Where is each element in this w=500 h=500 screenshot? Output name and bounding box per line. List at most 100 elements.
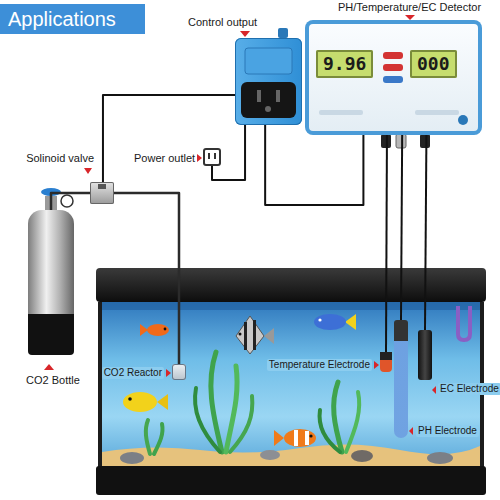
- clownfish: [274, 429, 316, 447]
- plant-leaf: [346, 392, 359, 452]
- device-detail: [383, 52, 403, 59]
- pointer-triangle: [409, 427, 413, 435]
- control-cable: [103, 95, 235, 182]
- orange-fish: [140, 324, 169, 336]
- relay-knob: [278, 28, 288, 38]
- lcd-reading: 9.96: [316, 50, 373, 78]
- fish-body: [123, 392, 157, 412]
- fish-eye: [164, 328, 167, 331]
- device-detail: [98, 184, 106, 189]
- plant-leaf: [334, 382, 342, 452]
- water-surface: [102, 302, 480, 310]
- fish-tail: [157, 394, 168, 410]
- device-label: PH/Temperature/EC Detector: [338, 1, 481, 14]
- stone: [120, 452, 144, 464]
- device-detail: [265, 106, 271, 112]
- stone: [260, 450, 280, 460]
- fish-stripe: [294, 430, 298, 446]
- device-detail: [208, 153, 210, 159]
- fish-stripe: [305, 431, 309, 445]
- device-detail: [90, 182, 114, 204]
- fish-body: [236, 316, 264, 354]
- device-detail: [458, 115, 468, 125]
- tank-lid: [96, 268, 486, 302]
- fish-stripe: [244, 322, 247, 350]
- pointer-triangle: [432, 386, 436, 394]
- angelfish: [236, 316, 274, 354]
- fish-body: [284, 429, 316, 447]
- probe-cable: [425, 135, 426, 330]
- device-detail: [383, 64, 403, 71]
- plant-leaf: [154, 424, 163, 454]
- device-label: Power outlet: [134, 152, 195, 165]
- pointer-triangle: [374, 361, 379, 369]
- pointer-triangle: [84, 168, 92, 174]
- pointer-triangle: [240, 31, 250, 37]
- device-detail: [214, 153, 216, 159]
- power-cable: [265, 125, 363, 205]
- fish-body: [314, 314, 346, 330]
- device-detail: [415, 110, 459, 115]
- tank-water: [102, 302, 480, 466]
- filter-pipe: [458, 306, 470, 340]
- device-detail: [383, 76, 403, 83]
- fish-eye: [309, 434, 312, 437]
- part-label: Temperature Electrode: [267, 359, 372, 371]
- blue-fish: [314, 314, 356, 330]
- stone: [427, 452, 453, 464]
- plant-leaf: [211, 352, 222, 452]
- aquarium-tank: [96, 268, 486, 495]
- probe-port: [420, 134, 430, 148]
- yellow-fish: [123, 392, 168, 412]
- fish-body: [147, 324, 169, 336]
- plant-leaf: [146, 420, 150, 454]
- connector-group: [51, 95, 426, 364]
- fish-eye: [318, 318, 321, 321]
- device-label: Control output: [188, 16, 257, 29]
- ph-probe: PH Electrode: [394, 320, 408, 438]
- fish-eye: [239, 333, 242, 336]
- pointer-triangle: [197, 154, 202, 162]
- device-label: Solinoid valve: [26, 152, 94, 165]
- gas-tube: [114, 193, 179, 364]
- lcd-reading: 000: [410, 50, 457, 78]
- pressure-gauge: [61, 195, 73, 207]
- fish-tail: [345, 314, 356, 330]
- plant-leaf: [195, 388, 220, 452]
- part-label: PH Electrode: [416, 425, 479, 437]
- plant-leaf: [230, 396, 252, 452]
- device-detail: [241, 82, 296, 118]
- fish-tail: [274, 430, 284, 446]
- gas-tube: [51, 193, 90, 210]
- plant-leaf: [320, 410, 340, 452]
- fish-tail: [264, 328, 274, 344]
- device-detail: [257, 90, 261, 102]
- title-banner: Applications: [0, 4, 145, 34]
- relay-box: Control output: [235, 38, 302, 125]
- plant-leaf: [226, 366, 237, 452]
- part-label: CO2 Reactor: [102, 367, 164, 379]
- tank-base: [96, 466, 486, 495]
- gas-cylinder: CO2 Bottle: [28, 210, 74, 355]
- reactor-box: CO2 Reactor: [172, 364, 186, 380]
- stone: [351, 450, 373, 462]
- device-detail: [235, 38, 302, 125]
- tank-frame: [98, 302, 484, 468]
- fish-eye: [128, 397, 132, 401]
- device-detail: [203, 148, 221, 166]
- pointer-triangle: [44, 364, 54, 370]
- pointer-triangle: [166, 369, 171, 377]
- part-label: EC Electrode: [438, 383, 500, 395]
- probe-cable: [401, 135, 402, 320]
- fish: [123, 314, 356, 447]
- probe-cable: [385, 135, 388, 352]
- valve-box: Solinoid valve: [90, 182, 114, 204]
- fish-tail: [140, 324, 148, 336]
- power-outlet: Power outlet: [203, 148, 221, 166]
- device-detail: [319, 110, 363, 115]
- temperature-probe: Temperature Electrode: [380, 352, 392, 372]
- ec-probe: EC Electrode: [418, 330, 432, 380]
- device-detail: [276, 90, 280, 102]
